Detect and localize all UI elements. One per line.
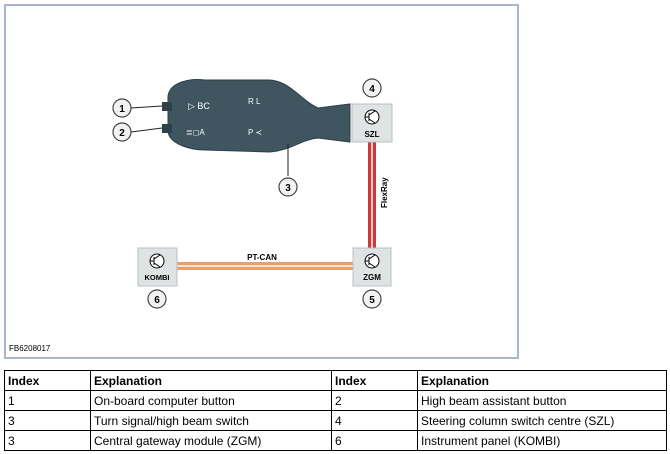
legend-header-row: Index Explanation Index Explanation	[4, 370, 667, 391]
callout-6: 6	[147, 289, 167, 309]
callout-3: 3	[278, 177, 298, 197]
index-header: Index	[4, 370, 91, 391]
table-row: 3 Central gateway module (ZGM) 6 Instrum…	[4, 430, 667, 451]
callout-4: 4	[362, 78, 382, 98]
svg-text:5: 5	[369, 295, 375, 306]
explanation-cell: Turn signal/high beam switch	[90, 410, 332, 431]
index-cell: 3	[4, 430, 91, 451]
callout-5: 5	[362, 289, 382, 309]
explanation-header: Explanation	[417, 370, 667, 391]
index-cell: 1	[4, 390, 91, 411]
callout-leader-2	[130, 127, 163, 133]
index-cell: 2	[331, 390, 418, 411]
zgm-module	[352, 247, 392, 287]
ptcan-bus	[175, 262, 354, 270]
schematic-diagram: ▷ BC ≣◻A R L P ≺ FlexRay PT-CAN SZL ZGM …	[4, 4, 519, 359]
explanation-cell: Instrument panel (KOMBI)	[417, 430, 667, 451]
svg-text:3: 3	[285, 183, 291, 194]
legend-table: Index Explanation Index Explanation 1 On…	[4, 370, 667, 451]
index-cell: 3	[4, 410, 91, 431]
figure-id-label: FB6208017	[9, 344, 51, 353]
kombi-module	[137, 247, 178, 287]
callout-2: 2	[112, 122, 132, 142]
szl-module	[351, 103, 393, 143]
direction-symbol: R L	[248, 97, 261, 106]
explanation-cell: High beam assistant button	[417, 390, 667, 411]
index-header: Index	[331, 370, 418, 391]
flexray-label: FlexRay	[380, 177, 389, 208]
kombi-label: KOMBI	[145, 273, 170, 282]
diagram-frame	[4, 4, 519, 359]
callout-1: 1	[112, 98, 132, 118]
explanation-cell: Steering column switch centre (SZL)	[417, 410, 667, 431]
index-cell: 4	[331, 410, 418, 431]
high-beam-assist-symbol: ≣◻A	[186, 128, 205, 137]
svg-text:6: 6	[154, 295, 160, 306]
callout-leader-1	[130, 105, 163, 109]
table-row: 1 On-board computer button 2 High beam a…	[4, 390, 667, 411]
szl-label: SZL	[364, 130, 379, 139]
explanation-cell: On-board computer button	[90, 390, 332, 411]
explanation-cell: Central gateway module (ZGM)	[90, 430, 332, 451]
turn-signal-lever	[162, 79, 351, 176]
flexray-bus	[368, 140, 376, 252]
svg-text:2: 2	[119, 128, 125, 139]
svg-text:1: 1	[119, 104, 125, 115]
zgm-label: ZGM	[363, 273, 381, 282]
index-cell: 6	[331, 430, 418, 451]
ptcan-label: PT-CAN	[247, 253, 277, 262]
table-row: 3 Turn signal/high beam switch 4 Steerin…	[4, 410, 667, 431]
svg-text:4: 4	[369, 84, 375, 95]
explanation-header: Explanation	[90, 370, 332, 391]
wiper-symbol: P ≺	[248, 128, 262, 137]
bc-button-symbol: ▷ BC	[188, 101, 210, 111]
